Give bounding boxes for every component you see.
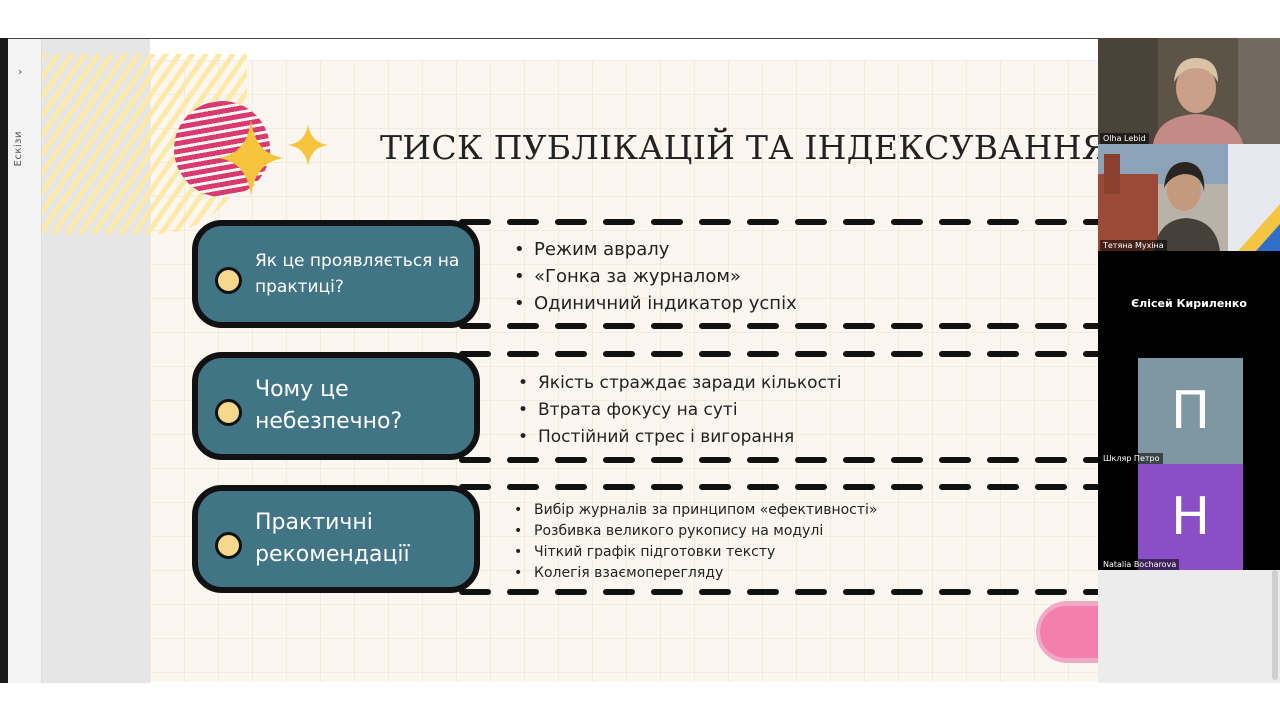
list-item: Колегія взаємоперегляду	[514, 563, 878, 584]
participant-name: Єлісей Кириленко	[1131, 297, 1247, 310]
bullet-list-danger: Якість страждає заради кількості Втрата …	[518, 370, 842, 451]
participant-name: Тетяна Мухіна	[1100, 240, 1167, 251]
chevron-right-icon[interactable]: ›	[18, 65, 23, 78]
scrollbar[interactable]	[1272, 570, 1278, 680]
list-item: Якість страждає заради кількості	[518, 370, 842, 397]
sparkle-icon	[218, 120, 284, 196]
panel-background	[1098, 570, 1280, 683]
section-heading: Як це проявляється на практиці?	[255, 251, 460, 297]
bullet-list-recommendations: Вибір журналів за принципом «ефективност…	[514, 500, 878, 584]
avatar: Н	[1138, 464, 1243, 570]
participant-tile[interactable]: Olha Lebid	[1098, 38, 1280, 144]
participant-tile[interactable]: П Шкляр Петро	[1098, 358, 1280, 464]
participant-tile[interactable]: Єлісей Кириленко	[1098, 251, 1280, 358]
participant-tile[interactable]: Тетяна Мухіна	[1098, 144, 1280, 251]
participant-name: Olha Lebid	[1100, 133, 1149, 144]
bullet-list-practice: Режим авралу «Гонка за журналом» Одиничн…	[514, 236, 797, 317]
list-item: Вибір журналів за принципом «ефективност…	[514, 500, 878, 521]
bullet-dot	[215, 267, 242, 294]
participant-name: Шкляр Петро	[1100, 453, 1163, 464]
section-card-practice: Як це проявляється на практиці?	[192, 220, 480, 328]
list-item: Розбивка великого рукопису на модулі	[514, 521, 878, 542]
participant-tile[interactable]: Н Natalia Bocharova	[1098, 464, 1280, 570]
left-edge	[0, 38, 8, 683]
section-card-danger: Чому це небезпечно?	[192, 352, 480, 460]
participant-video	[1098, 144, 1280, 251]
window-top-bar	[0, 0, 1280, 38]
bullet-dot	[215, 532, 242, 559]
section-card-recommendations: Практичні рекомендації	[192, 485, 480, 593]
section-heading: Чому це небезпечно?	[255, 377, 403, 434]
participant-video	[1098, 38, 1280, 144]
list-item: Втрата фокусу на суті	[518, 397, 842, 424]
top-divider	[8, 38, 1098, 39]
section-heading: Практичні рекомендації	[255, 510, 410, 567]
avatar: П	[1138, 358, 1243, 464]
sparkle-icon	[288, 124, 328, 166]
participant-name: Natalia Bocharova	[1100, 559, 1180, 570]
list-item: «Гонка за журналом»	[514, 263, 797, 290]
list-item: Режим авралу	[514, 236, 797, 263]
slide-title: ТИСК ПУБЛІКАЦІЙ ТА ІНДЕКСУВАННЯ	[380, 128, 1109, 167]
bullet-dot	[215, 399, 242, 426]
thumbnails-pane: › Ескізи	[8, 39, 42, 683]
list-item: Одиничний індикатор успіх	[514, 290, 797, 317]
list-item: Постійний стрес і вигорання	[518, 424, 842, 451]
window-bottom-bar	[0, 683, 1280, 720]
list-item: Чіткий графік підготовки тексту	[514, 542, 878, 563]
